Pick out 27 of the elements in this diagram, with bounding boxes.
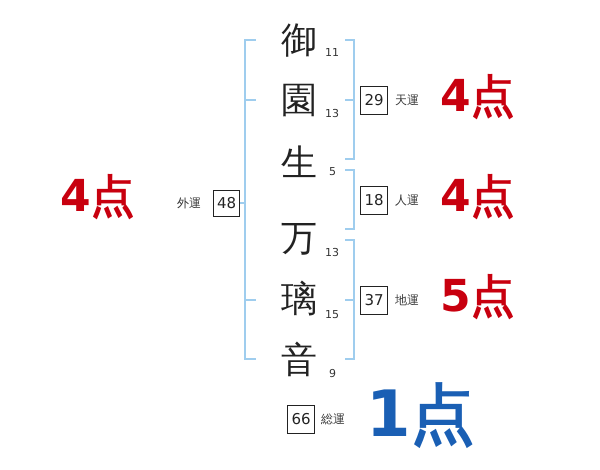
- number-box: 37: [360, 286, 388, 315]
- fortune-label: 外運: [177, 197, 201, 209]
- stroke-count: 11: [325, 47, 339, 58]
- score: 1点: [366, 383, 475, 447]
- name-character: 音: [281, 343, 317, 379]
- number-box: 29: [360, 86, 388, 115]
- score: 4点: [60, 175, 135, 219]
- score: 5点: [440, 275, 515, 319]
- score: 4点: [440, 175, 515, 219]
- fortune-label: 人運: [395, 194, 419, 206]
- stroke-count: 9: [329, 368, 336, 379]
- number-box: 48: [213, 190, 240, 217]
- name-character: 御: [281, 23, 317, 59]
- stroke-count: 15: [325, 309, 339, 320]
- name-character: 璃: [281, 282, 317, 318]
- fortune-label: 地運: [395, 294, 419, 306]
- fortune-label: 天運: [395, 94, 419, 106]
- name-character: 園: [281, 83, 317, 119]
- name-character: 万: [281, 221, 317, 257]
- score: 4点: [440, 75, 515, 119]
- number-box: 18: [360, 186, 388, 215]
- stroke-count: 13: [325, 247, 339, 258]
- number-box: 66: [287, 405, 315, 434]
- name-character: 生: [281, 146, 317, 182]
- stroke-count: 13: [325, 108, 339, 119]
- stroke-count: 5: [329, 166, 336, 177]
- fortune-label: 総運: [321, 413, 345, 425]
